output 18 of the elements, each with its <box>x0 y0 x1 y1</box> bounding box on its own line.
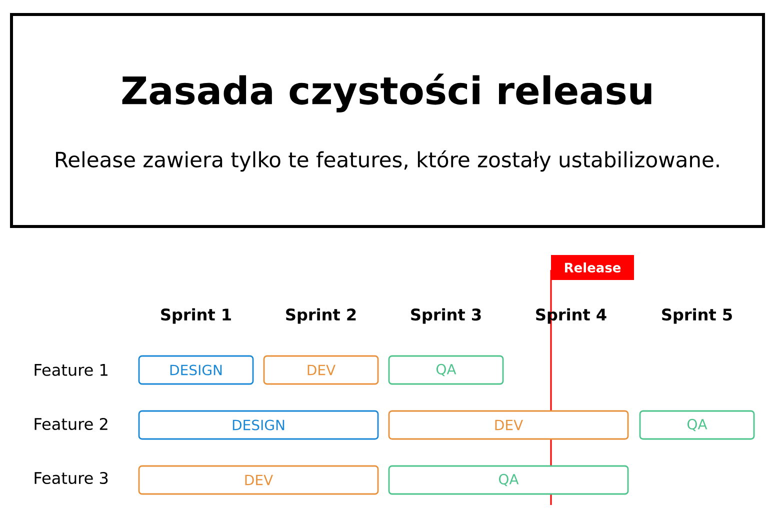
release-flag: Release <box>551 255 634 280</box>
task-bar: DEV <box>263 355 379 385</box>
feature-label: Feature 3 <box>34 472 108 484</box>
feature-label: Feature 2 <box>34 418 108 430</box>
title: Zasada czystości releasu <box>122 74 652 112</box>
sprint-label: Sprint 3 <box>411 308 481 324</box>
task-bar: QA <box>639 410 755 440</box>
sprint-label: Sprint 1 <box>161 308 231 324</box>
sprint-label: Sprint 5 <box>662 308 732 324</box>
task-bar: DEV <box>388 410 629 440</box>
task-bar: QA <box>388 465 629 495</box>
task-bar: DESIGN <box>138 355 254 385</box>
task-bar: DESIGN <box>138 410 379 440</box>
task-bar: DEV <box>138 465 379 495</box>
task-bar: QA <box>388 355 504 385</box>
sprint-label: Sprint 2 <box>286 308 356 324</box>
feature-label: Feature 1 <box>34 364 108 376</box>
subtitle: Release zawiera tylko te features, które zostały ustabilizowane. <box>56 150 719 172</box>
